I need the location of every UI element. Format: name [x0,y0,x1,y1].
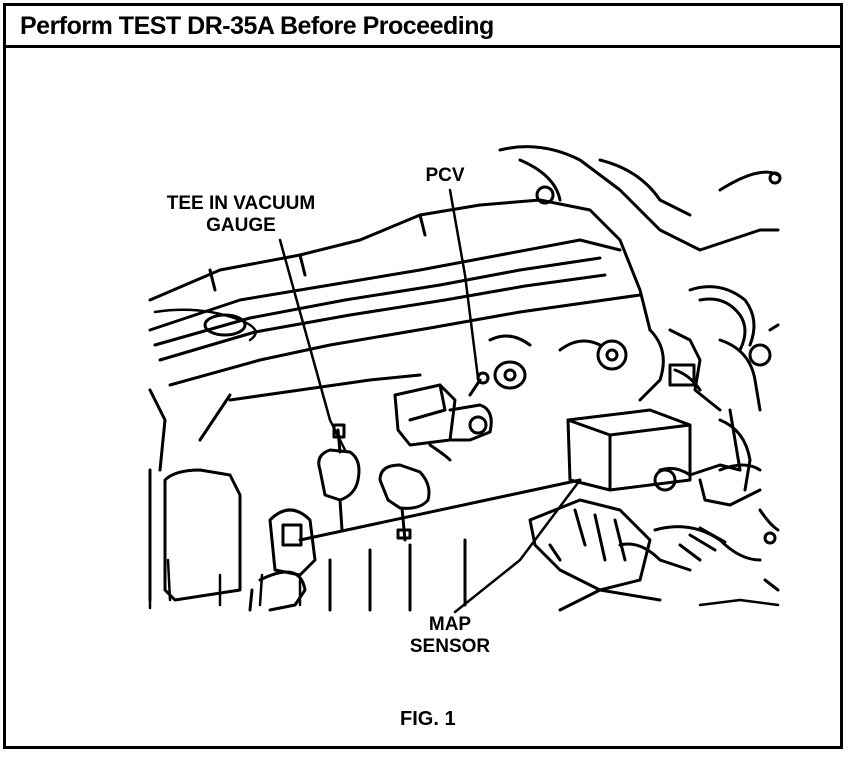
valve-cover [148,145,782,387]
figure-frame: Perform TEST DR-35A Before Proceeding [3,3,843,749]
callout-map-line1: MAP [428,614,472,635]
callout-pcv-label: PCV [425,165,465,186]
pcv-valve [393,334,532,462]
engine-block [148,373,662,612]
callout-map-line2: SENSOR [409,636,491,657]
callout-tee-line2: GAUGE [206,215,276,236]
engine-base-edge [148,558,780,610]
callout-tee-line1: TEE IN VACUUM [166,193,316,214]
callout-tee-vacuum-gauge: TEE IN VACUUM GAUGE [150,193,332,237]
callout-pcv: PCV [420,165,470,187]
header-bar: Perform TEST DR-35A Before Proceeding [6,6,840,48]
callout-map-sensor: MAP SENSOR [395,614,505,658]
page-title: Perform TEST DR-35A Before Proceeding [20,12,494,40]
figure-caption: FIG. 1 [400,708,456,730]
leader-lines [278,188,582,614]
map-sensor [528,408,762,592]
vacuum-fittings [317,423,431,542]
wiring-harness [558,285,780,592]
